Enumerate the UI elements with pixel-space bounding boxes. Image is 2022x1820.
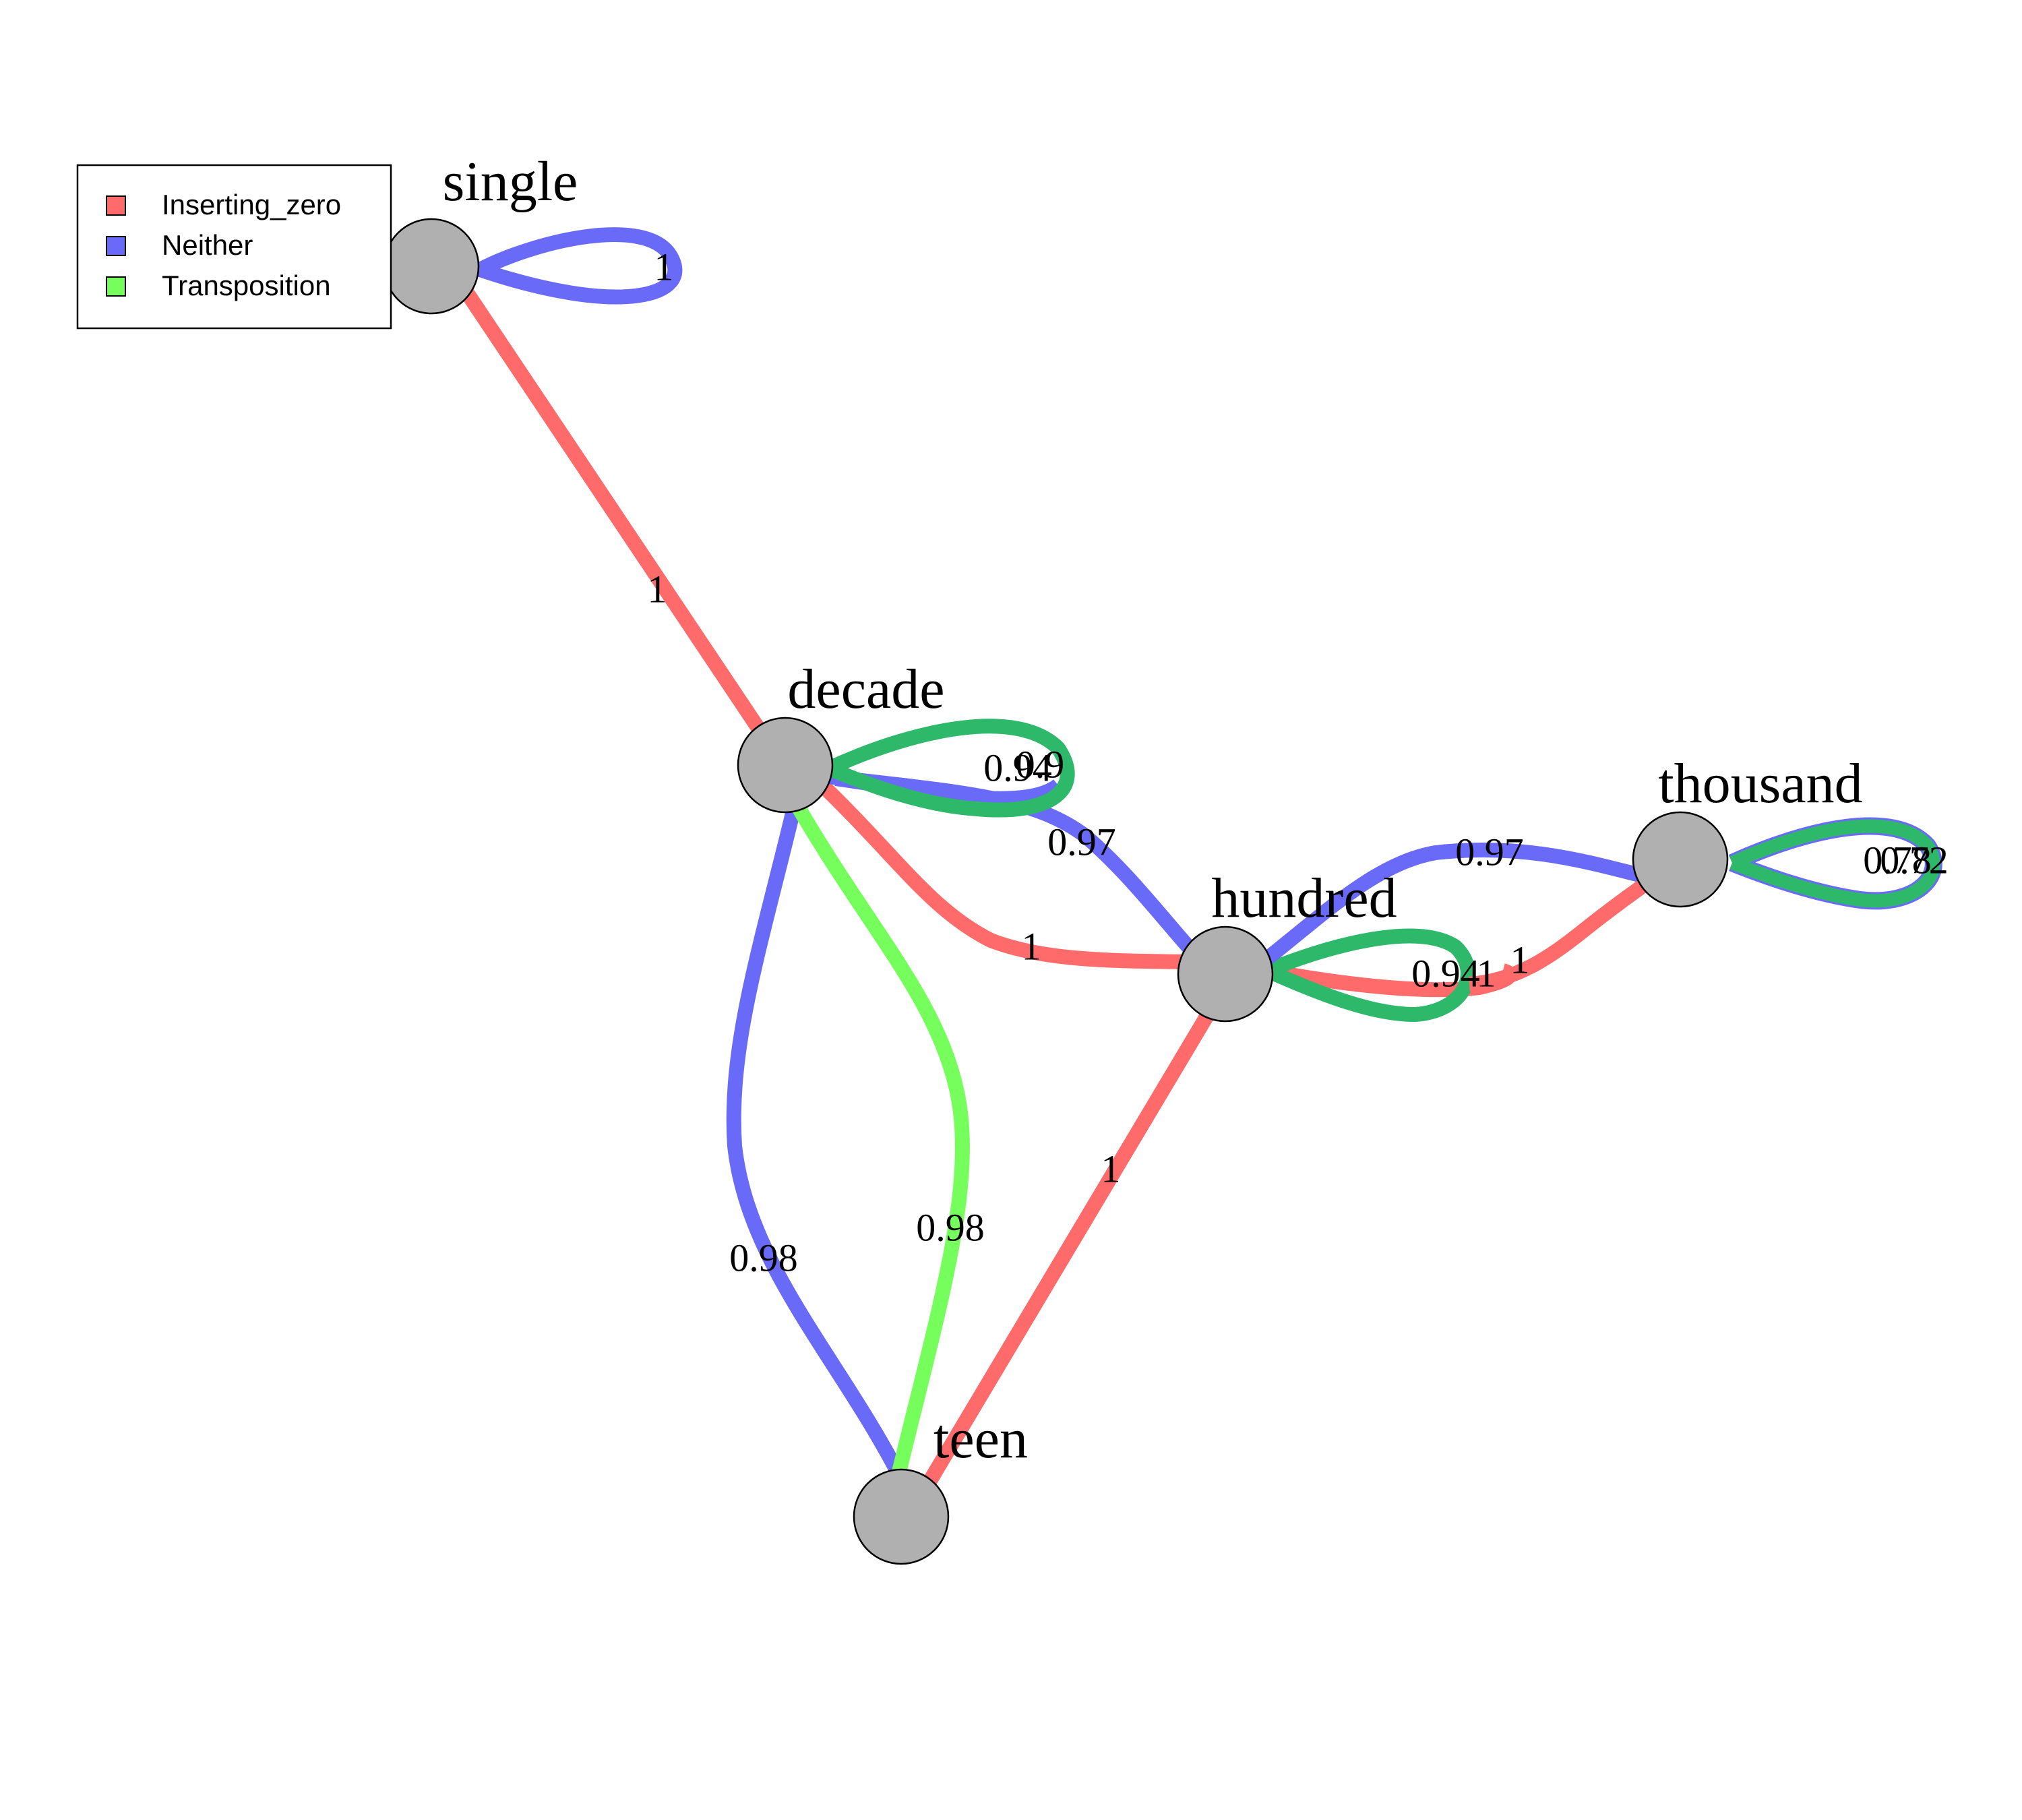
edge-thousand-thousand-transposition xyxy=(1729,819,1940,908)
edge-single-decade-inserting-zero xyxy=(458,285,792,773)
legend: Inserting_zero Neither Transposition xyxy=(76,164,392,330)
legend-box xyxy=(76,164,392,330)
edge-decade-decade-transposition xyxy=(826,719,1075,818)
edge-label-thousand-thousand-neither: 0.72 xyxy=(1880,838,1949,882)
node-teen[interactable] xyxy=(853,1468,950,1565)
legend-swatch-neither xyxy=(106,236,126,256)
edge-label-decade-decade-transposition: 0.94 xyxy=(983,746,1052,789)
edge-hundred-thousand-inserting-zero xyxy=(1469,874,1656,992)
edges xyxy=(458,227,1942,1507)
node-labels: single decade hundred thousand teen xyxy=(443,150,1863,1470)
legend-swatch-transposition xyxy=(106,276,126,297)
edge-label-hundred-thousand-inserting-zero: 1 xyxy=(1510,938,1530,981)
edge-labels: 1 1 0.94 0.9 0.97 1 0.98 0.98 0.94 1 0.9… xyxy=(648,245,1949,1279)
node-hundred[interactable] xyxy=(1177,926,1274,1023)
edge-label-decade-teen-neither: 0.98 xyxy=(729,1236,798,1279)
edge-label-decade-hundred-neither: 0.97 xyxy=(1047,820,1116,863)
edge-label-decade-hundred-inserting-zero: 1 xyxy=(1022,924,1041,968)
legend-label-neither: Neither xyxy=(162,229,253,261)
node-label-thousand: thousand xyxy=(1658,752,1862,815)
edge-label-hundred-hundred-transposition: 0.94 xyxy=(1411,951,1480,995)
edge-label-thousand-thousand-transposition: 0.78 xyxy=(1863,838,1932,882)
edge-label-hundred-hundred-inserting-zero: 1 xyxy=(1477,951,1496,995)
edge-label-single-single: 1 xyxy=(654,245,674,289)
edge-label-hundred-teen: 1 xyxy=(1101,1147,1121,1190)
nodes xyxy=(383,218,1729,1565)
node-thousand[interactable] xyxy=(1632,811,1729,908)
edge-label-decade-teen-transposition: 0.98 xyxy=(916,1205,985,1249)
edge-single-single-neither xyxy=(472,227,683,305)
edge-label-hundred-thousand-neither: 0.97 xyxy=(1455,830,1524,874)
node-single[interactable] xyxy=(383,218,480,315)
edge-hundred-hundred-transposition xyxy=(1264,928,1475,1022)
legend-label-inserting-zero: Inserting_zero xyxy=(162,189,341,220)
edge-hundred-thousand-neither xyxy=(1256,842,1647,970)
legend-swatch-inserting-zero xyxy=(106,195,126,216)
edge-hundred-teen-inserting-zero xyxy=(910,1007,1217,1507)
edge-decade-hundred-inserting-zero xyxy=(814,777,1234,970)
edge-decade-teen-neither xyxy=(726,800,910,1486)
edge-label-single-decade: 1 xyxy=(648,567,667,611)
node-label-hundred: hundred xyxy=(1211,867,1397,930)
node-label-teen: teen xyxy=(933,1407,1028,1470)
node-decade[interactable] xyxy=(737,717,834,814)
edge-label-decade-decade-neither: 0.9 xyxy=(1016,742,1065,786)
node-label-decade: decade xyxy=(787,658,944,721)
edge-decade-teen-transposition xyxy=(789,798,970,1485)
legend-label-transposition: Transposition xyxy=(162,270,331,301)
node-label-single: single xyxy=(443,150,578,213)
